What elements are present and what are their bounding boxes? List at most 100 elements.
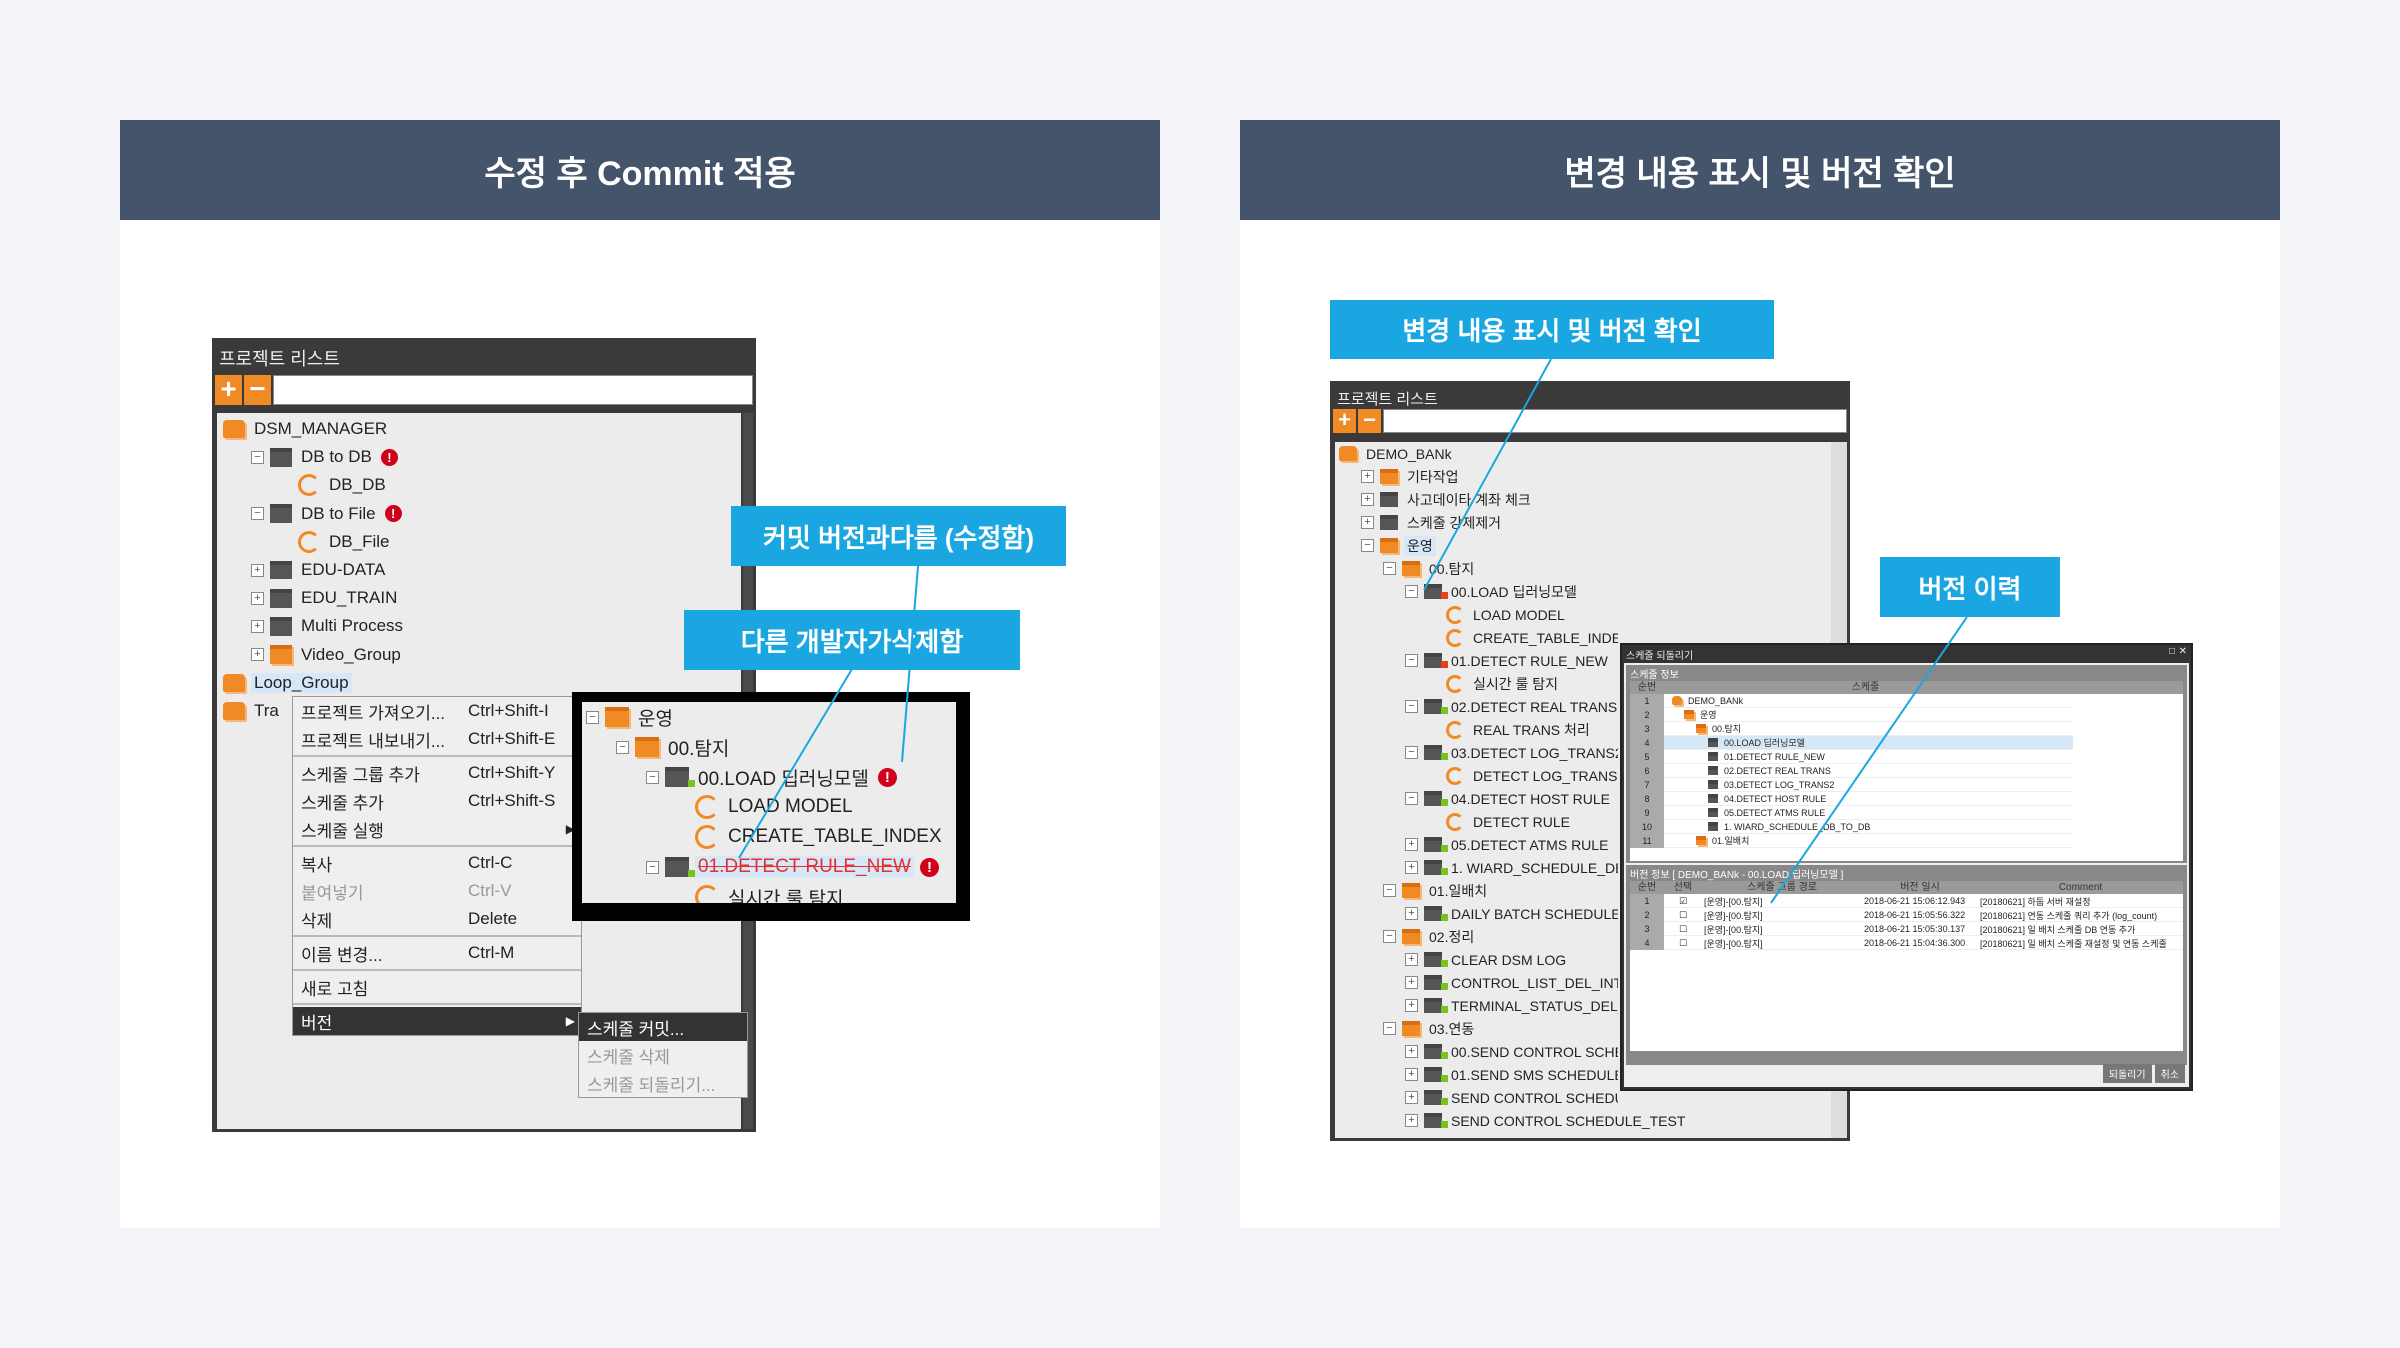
tree-item[interactable]: +스케줄 강제제거	[1361, 511, 1504, 534]
tree-item[interactable]: −03.연동	[1383, 1017, 1477, 1040]
menu-item[interactable]: 프로젝트 가져오기...Ctrl+Shift-I	[293, 697, 581, 725]
tree-item[interactable]: DB_File	[279, 528, 392, 556]
tree-item[interactable]: −01.DETECT RULE_NEW	[1405, 649, 1611, 672]
tree-item[interactable]: −00.LOAD 딥러닝모델!	[646, 762, 897, 792]
expand-toggle[interactable]: +	[1405, 1045, 1418, 1058]
expand-toggle[interactable]: +	[251, 648, 264, 662]
tree-item[interactable]: +00.SEND CONTROL SCHED	[1405, 1040, 1618, 1063]
tree-item[interactable]: CREATE_TABLE_INDEX	[676, 822, 945, 852]
expand-toggle[interactable]: −	[1405, 792, 1418, 805]
cancel-button[interactable]: 취소	[2154, 1064, 2185, 1083]
expand-toggle[interactable]: −	[1405, 700, 1418, 713]
tree-item[interactable]: Loop_Group	[223, 669, 352, 697]
tree-item[interactable]: +05.DETECT ATMS RULE	[1405, 833, 1611, 856]
expand-toggle[interactable]: +	[1405, 1068, 1418, 1081]
tree-item[interactable]: −02.DETECT REAL TRANS	[1405, 695, 1618, 718]
expand-toggle[interactable]: −	[1383, 930, 1396, 943]
expand-toggle[interactable]: +	[251, 563, 264, 577]
version-row[interactable]: 4☐[운영]-[00.탐지]2018-06-21 15:04:36.300[20…	[1630, 936, 2183, 950]
tree-item[interactable]: +TERMINAL_STATUS_DEL_IN	[1405, 994, 1618, 1017]
tree-item[interactable]: −00.탐지	[1383, 557, 1477, 580]
version-row[interactable]: 2☐[운영]-[00.탐지]2018-06-21 15:05:56.322[20…	[1630, 908, 2183, 922]
expand-toggle[interactable]: −	[1383, 884, 1396, 897]
expand-toggle[interactable]: +	[1405, 1114, 1418, 1127]
expand-toggle[interactable]: −	[646, 770, 659, 784]
search-input[interactable]	[1383, 409, 1847, 433]
tree-item[interactable]: −01.일배치	[1383, 879, 1490, 902]
tree-item[interactable]: +SEND CONTROL SCHEDULE_OLD	[1405, 1086, 1618, 1109]
menu-item[interactable]: 스케줄 커밋...	[579, 1013, 747, 1041]
expand-toggle[interactable]: +	[1405, 838, 1418, 851]
expand-toggle[interactable]: −	[1405, 654, 1418, 667]
tree-item[interactable]: +CLEAR DSM LOG	[1405, 948, 1569, 971]
menu-item[interactable]: 이름 변경...Ctrl-M	[293, 939, 581, 967]
version-row[interactable]: 1☑[운영]-[00.탐지]2018-06-21 15:06:12.943[20…	[1630, 894, 2183, 908]
tree-item[interactable]: DB_DB	[279, 471, 389, 499]
remove-button[interactable]: −	[1358, 409, 1381, 433]
tree-item[interactable]: +01.SEND SMS SCHEDULE	[1405, 1063, 1618, 1086]
menu-item[interactable]: 스케줄 실행▶	[293, 815, 581, 843]
menu-item[interactable]: 스케줄 삭제	[579, 1041, 747, 1069]
revert-button[interactable]: 되돌리기	[2102, 1064, 2152, 1083]
tree-item[interactable]: 실시간 룰 탐지	[676, 882, 846, 903]
tree-item[interactable]: DEMO_BANk	[1339, 442, 1455, 465]
horizontal-scrollbar[interactable]	[1630, 1052, 2183, 1063]
tree-item[interactable]: −01.DETECT RULE_NEW!	[646, 852, 939, 882]
tree-item[interactable]: +Video_Group	[251, 641, 404, 669]
tree-item[interactable]: DETECT LOG_TRANS2 F	[1427, 764, 1618, 787]
expand-toggle[interactable]: −	[1383, 562, 1396, 575]
tree-item[interactable]: −04.DETECT HOST RULE	[1405, 787, 1613, 810]
tree-item[interactable]: LOAD MODEL	[1427, 603, 1568, 626]
expand-toggle[interactable]: +	[1405, 907, 1418, 920]
expand-toggle[interactable]: +	[1405, 953, 1418, 966]
select-checkbox[interactable]: ☐	[1678, 909, 1688, 920]
tree-item[interactable]: −02.정리	[1383, 925, 1477, 948]
menu-item[interactable]: 버전▶	[293, 1007, 581, 1035]
expand-toggle[interactable]: −	[616, 740, 629, 754]
search-input[interactable]	[273, 375, 753, 405]
expand-toggle[interactable]: −	[251, 450, 264, 464]
expand-toggle[interactable]: −	[586, 710, 599, 724]
tree-item[interactable]: −운영	[1361, 534, 1436, 557]
tree-item[interactable]: 실시간 룰 탐지	[1427, 672, 1561, 695]
tree-item[interactable]: +EDU-DATA	[251, 556, 388, 584]
tree-item[interactable]: +Multi Process	[251, 612, 406, 640]
expand-toggle[interactable]: +	[1361, 493, 1374, 506]
menu-item[interactable]: 프로젝트 내보내기...Ctrl+Shift-E	[293, 725, 581, 753]
expand-toggle[interactable]: −	[1361, 539, 1374, 552]
expand-toggle[interactable]: −	[251, 507, 264, 521]
tree-item[interactable]: CREATE_TABLE_INDEX	[1427, 626, 1618, 649]
expand-toggle[interactable]: +	[1405, 861, 1418, 874]
tree-item[interactable]: +DAILY BATCH SCHEDULE	[1405, 902, 1618, 925]
tree-item[interactable]: −DB to File!	[251, 500, 402, 528]
expand-toggle[interactable]: +	[1405, 1091, 1418, 1104]
tree-item[interactable]: −운영	[586, 702, 676, 732]
tree-item[interactable]: LOAD MODEL	[676, 792, 856, 822]
tree-item[interactable]: −00.탐지	[616, 732, 732, 762]
tree-item[interactable]: +기타작업	[1361, 465, 1462, 488]
expand-toggle[interactable]: +	[251, 591, 264, 605]
select-checkbox[interactable]: ☐	[1678, 923, 1688, 934]
expand-toggle[interactable]: −	[1383, 1022, 1396, 1035]
expand-toggle[interactable]: −	[646, 860, 659, 874]
tree-item[interactable]: DSM_MANAGER	[223, 415, 390, 443]
expand-toggle[interactable]: +	[1405, 976, 1418, 989]
menu-item[interactable]: 새로 고침	[293, 973, 581, 1001]
tree-item[interactable]: +사고데이타 계좌 체크	[1361, 488, 1534, 511]
select-checkbox[interactable]: ☐	[1678, 937, 1688, 948]
tree-item[interactable]: +SEND CONTROL SCHEDULE_TEST	[1405, 1109, 1688, 1132]
tree-item[interactable]: DETECT RULE	[1427, 810, 1573, 833]
